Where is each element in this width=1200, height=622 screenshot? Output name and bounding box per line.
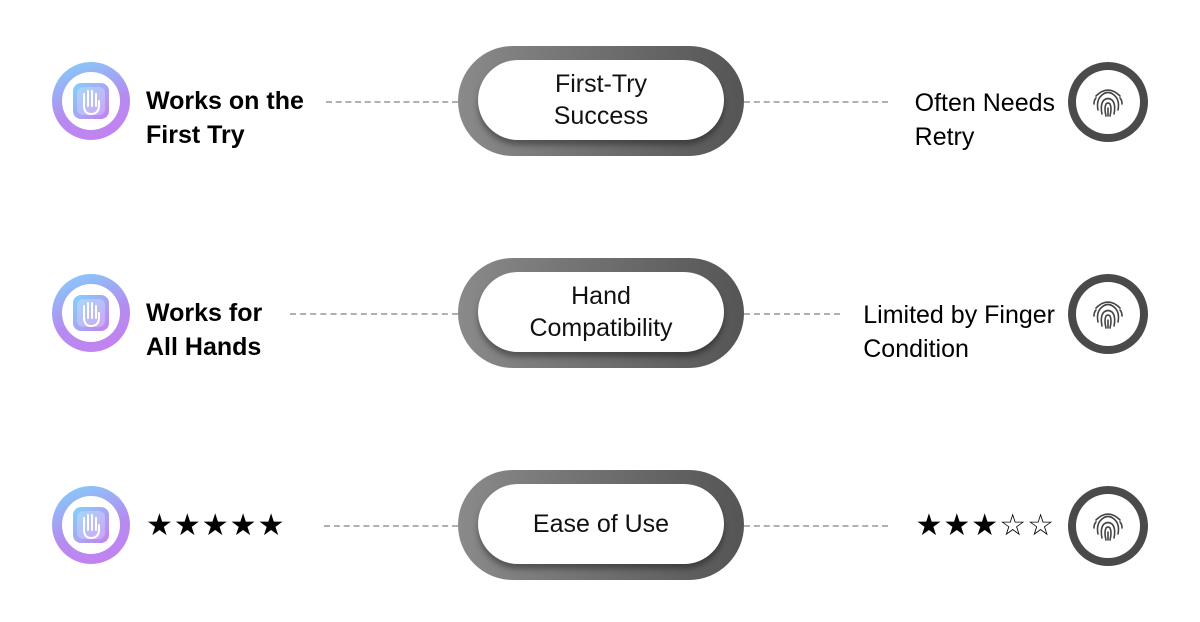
right-connector-line xyxy=(744,101,888,103)
left-connector-line xyxy=(326,101,458,103)
palm-scan-icon xyxy=(52,274,130,352)
criterion-pill: Hand Compatibility xyxy=(458,258,744,368)
palm-ease-rating: ★★★★★ xyxy=(146,509,286,542)
comparison-row-hand-compatibility: Works for All Hands Hand Compatibility L… xyxy=(0,258,1200,368)
palm-scan-icon xyxy=(52,62,130,140)
criterion-label: Hand Compatibility xyxy=(529,282,673,342)
criterion-pill: Ease of Use xyxy=(458,470,744,580)
fingerprint-icon xyxy=(1068,62,1148,142)
fingerprint-icon xyxy=(1068,274,1148,354)
right-connector-line xyxy=(744,313,840,315)
criterion-label: First-Try Success xyxy=(553,70,649,130)
fingerprint-first-try-label: Often Needs Retry xyxy=(914,89,1055,151)
palm-scan-icon xyxy=(52,486,130,564)
palm-first-try-label: Works on the First Try xyxy=(146,87,304,149)
comparison-row-first-try: Works on the First Try First-Try Success… xyxy=(0,46,1200,156)
criterion-label: Ease of Use xyxy=(532,510,670,538)
palm-hand-compatibility-label: Works for All Hands xyxy=(146,299,263,361)
right-connector-line xyxy=(744,525,888,527)
fingerprint-ease-rating: ★★★☆☆ xyxy=(915,509,1055,542)
comparison-row-ease-of-use: ★★★★★ Ease of Use ★★★☆☆ xyxy=(0,470,1200,580)
criterion-pill: First-Try Success xyxy=(458,46,744,156)
left-connector-line xyxy=(290,313,458,315)
left-connector-line xyxy=(324,525,458,527)
fingerprint-hand-compatibility-label: Limited by Finger Condition xyxy=(863,301,1055,363)
fingerprint-icon xyxy=(1068,486,1148,566)
